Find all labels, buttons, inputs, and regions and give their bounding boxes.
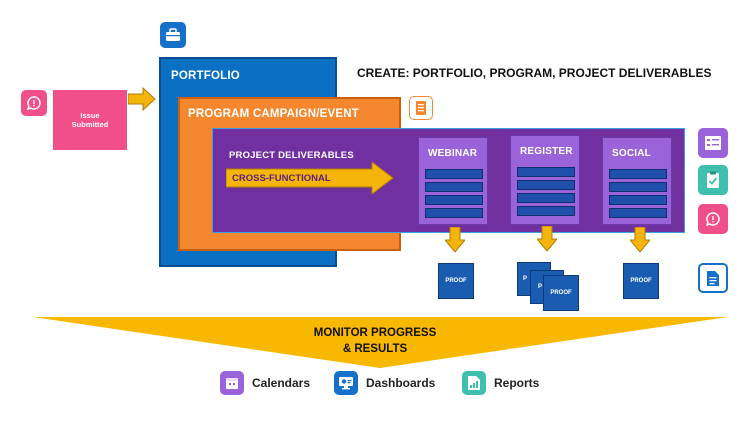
- register-item-bar: [517, 193, 575, 203]
- reports-label: Reports: [494, 376, 540, 390]
- social-item-bar: [609, 182, 667, 192]
- social-label: SOCIAL: [612, 148, 651, 159]
- monitor-line2: & RESULTS: [342, 343, 408, 355]
- checklist-icon[interactable]: [698, 128, 728, 158]
- monitor-funnel: [33, 317, 728, 368]
- issue-label-line2: Submitted: [71, 120, 109, 129]
- social-item-bar: [609, 208, 667, 218]
- portfolio-label: PORTFOLIO: [171, 70, 240, 82]
- document-icon[interactable]: [698, 263, 728, 293]
- webinar-item-bar: [425, 195, 483, 205]
- monitor-line1: MONITOR PROGRESS: [313, 327, 437, 339]
- register-proof-front[interactable]: PROOF: [543, 275, 579, 311]
- webinar-item-bar: [425, 208, 483, 218]
- calendar-icon: [220, 371, 244, 395]
- dashboards-label: Dashboards: [366, 376, 436, 390]
- cross-functional-label: CROSS-FUNCTIONAL: [232, 173, 331, 184]
- header-title: CREATE: PORTFOLIO, PROGRAM, PROJECT DELI…: [357, 66, 712, 80]
- calendars-label: Calendars: [252, 376, 311, 390]
- briefcase-icon: [160, 22, 186, 48]
- issue-chat-icon[interactable]: [21, 90, 47, 116]
- dashboard-icon: [334, 371, 358, 395]
- register-item-bar: [517, 180, 575, 190]
- calendars-item[interactable]: Calendars: [220, 371, 310, 395]
- social-down-arrow: [630, 227, 650, 253]
- register-item-bar: [517, 206, 575, 216]
- cross-functional-arrow: [226, 162, 394, 194]
- webinar-column[interactable]: WEBINAR: [418, 137, 488, 225]
- project-label: PROJECT DELIVERABLES: [229, 150, 354, 161]
- webinar-down-arrow: [445, 227, 465, 253]
- issue-chat-icon-right[interactable]: [698, 204, 728, 234]
- webinar-item-bar: [425, 169, 483, 179]
- social-proof[interactable]: PROOF: [623, 263, 659, 299]
- register-down-arrow: [537, 226, 557, 252]
- webinar-item-bar: [425, 182, 483, 192]
- report-icon: [462, 371, 486, 395]
- reports-item[interactable]: Reports: [462, 371, 539, 395]
- social-column[interactable]: SOCIAL: [602, 137, 672, 225]
- program-document-icon[interactable]: [409, 96, 433, 120]
- social-item-bar: [609, 195, 667, 205]
- issue-submitted-box[interactable]: Issue Submitted: [53, 90, 127, 150]
- issue-label-line1: Issue: [80, 111, 100, 120]
- webinar-proof[interactable]: PROOF: [438, 263, 474, 299]
- social-item-bar: [609, 169, 667, 179]
- register-label: REGISTER: [520, 146, 573, 157]
- webinar-label: WEBINAR: [428, 148, 478, 159]
- program-label: PROGRAM CAMPAIGN/EVENT: [188, 108, 359, 120]
- clipboard-check-icon[interactable]: [698, 165, 728, 195]
- register-item-bar: [517, 167, 575, 177]
- dashboards-item[interactable]: Dashboards: [334, 371, 435, 395]
- issue-to-portfolio-arrow: [128, 87, 156, 111]
- register-column[interactable]: REGISTER: [510, 135, 580, 225]
